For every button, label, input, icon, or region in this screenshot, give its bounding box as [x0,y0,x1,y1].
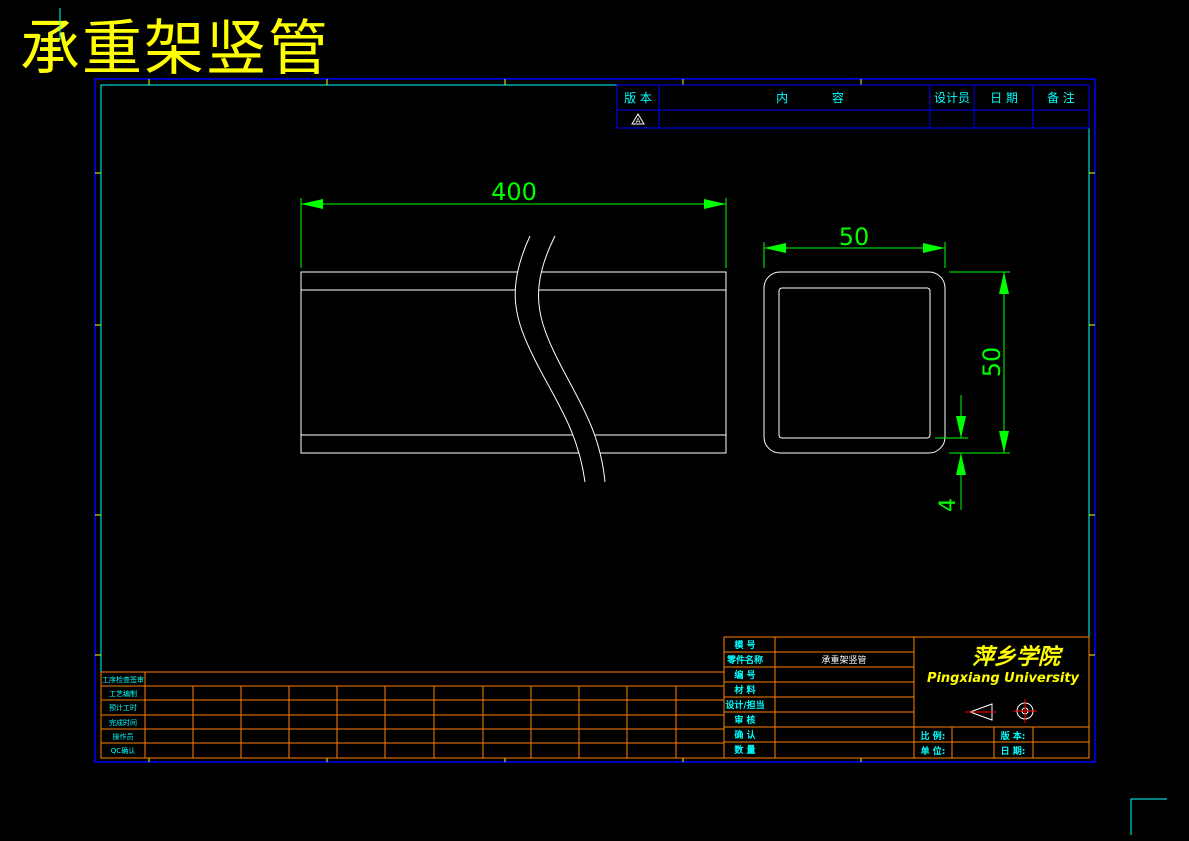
tb-label-number: 编 号 [734,669,755,681]
dim-length-400: 400 [491,178,537,206]
rev-header-remark: 备 注 [1047,90,1075,105]
tb-date-label: 日 期: [1001,745,1026,757]
projection-symbol-icon [965,699,1037,723]
tube-side-view [300,271,727,454]
dim-wall-4: 4 [936,498,961,512]
process-row-0: 工序检查签审 [102,675,144,684]
dim-height-50: 50 [978,347,1006,378]
process-row-5: QC确认 [111,746,135,755]
outer-frame [94,78,1096,763]
frame-ticks [95,79,1095,762]
ucs-corner-icon [59,8,1167,835]
tube-section-view [763,271,946,454]
break-line [514,235,606,483]
tb-version-label: 版 本: [1000,730,1026,742]
inner-frame [100,84,1090,759]
process-row-2: 预计工时 [109,703,137,712]
tb-part-name: 承重架竖管 [821,654,866,666]
tb-label-designer: 设计/担当 [725,699,764,711]
tb-label-mold: 模 号 [734,639,755,651]
dim-width-50: 50 [839,223,870,251]
process-table [100,671,725,759]
rev-header-designer: 设计员 [934,91,970,105]
school-name-en: Pingxiang University [927,671,1080,686]
tb-scale-label: 比 例: [921,730,946,742]
revision-table: 版 本 内 容 设计员 日 期 备 注 A [616,84,1090,129]
school-name-cn: 萍乡学院 [972,644,1064,670]
title-block [723,636,1090,759]
tb-label-partname: 零件名称 [726,654,763,666]
tb-label-material: 材 料 [733,684,755,696]
revision-mark-icon [631,113,645,125]
drawing-title: 承重架竖管 [20,14,330,84]
rev-header-content: 内 容 [776,90,864,105]
process-row-3: 完成时间 [109,718,137,727]
rev-mark-letter: A [636,117,641,125]
process-row-1: 工艺编制 [109,689,137,698]
rev-header-version: 版 本 [624,91,652,105]
tb-label-confirm: 确 认 [734,729,756,741]
process-row-4: 操作员 [113,732,134,741]
tb-label-review: 审 核 [734,714,755,726]
tb-label-qty: 数 量 [734,744,755,756]
tb-unit-label: 单 位: [921,745,946,757]
rev-header-date: 日 期 [990,91,1018,105]
dimensions [300,198,1010,510]
